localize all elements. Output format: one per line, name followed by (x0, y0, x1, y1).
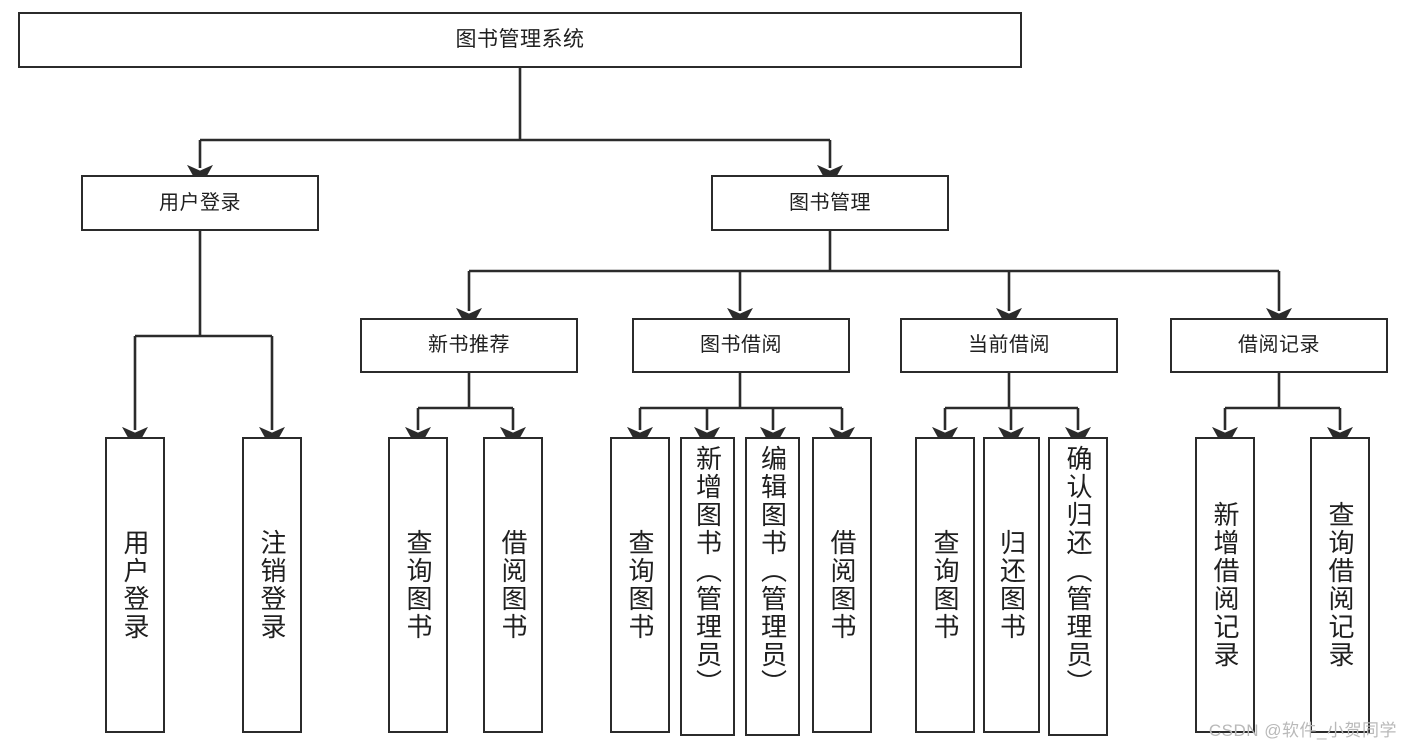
node-label: 归还图书 (996, 529, 1027, 641)
node-leaf-borrow-book-1[interactable]: 借阅图书 (483, 437, 543, 733)
node-label: 用户登录 (159, 191, 241, 214)
node-label: 注销登录 (257, 529, 287, 641)
node-leaf-add-borrow-record[interactable]: 新增借阅记录 (1195, 437, 1255, 733)
node-leaf-query-borrow-record[interactable]: 查询借阅记录 (1310, 437, 1370, 733)
csdn-watermark: CSDN @软件_小贺同学 (1208, 721, 1397, 740)
node-book-manage[interactable]: 图书管理 (711, 175, 949, 231)
node-leaf-edit-book[interactable]: 编辑图书（管理员） (745, 437, 800, 736)
node-label: 借阅图书 (827, 529, 857, 641)
node-leaf-query-book-1[interactable]: 查询图书 (388, 437, 448, 733)
node-book-borrow[interactable]: 图书借阅 (632, 318, 850, 373)
node-label: 借阅图书 (498, 529, 528, 641)
node-label: 图书借阅 (700, 334, 782, 357)
node-leaf-add-book[interactable]: 新增图书（管理员） (680, 437, 735, 736)
node-user-login[interactable]: 用户登录 (81, 175, 319, 231)
node-leaf-confirm-return[interactable]: 确认归还（管理员） (1048, 437, 1108, 736)
node-label: 借阅记录 (1238, 334, 1320, 357)
node-leaf-user-login[interactable]: 用户登录 (105, 437, 165, 733)
node-label: 查询图书 (930, 529, 960, 641)
node-new-book-recommend[interactable]: 新书推荐 (360, 318, 578, 373)
node-label: 新增借阅记录 (1210, 501, 1240, 669)
node-label: 编辑图书（管理员） (757, 445, 788, 697)
node-label: 确认归还（管理员） (1063, 445, 1093, 697)
node-label: 新书推荐 (428, 334, 510, 357)
node-leaf-logout[interactable]: 注销登录 (242, 437, 302, 733)
node-label: 图书管理 (789, 191, 871, 214)
node-label: 查询图书 (403, 529, 433, 641)
node-current-borrow[interactable]: 当前借阅 (900, 318, 1118, 373)
node-root-system[interactable]: 图书管理系统 (18, 12, 1022, 68)
node-borrow-record[interactable]: 借阅记录 (1170, 318, 1388, 373)
node-label: 用户登录 (120, 529, 150, 641)
node-leaf-borrow-book-2[interactable]: 借阅图书 (812, 437, 872, 733)
node-label: 查询图书 (625, 529, 655, 641)
node-label: 当前借阅 (968, 334, 1050, 357)
node-leaf-return-book[interactable]: 归还图书 (983, 437, 1040, 733)
node-label: 图书管理系统 (455, 28, 585, 52)
node-label: 新增图书（管理员） (692, 445, 723, 697)
node-label: 查询借阅记录 (1325, 501, 1355, 669)
node-leaf-query-book-2[interactable]: 查询图书 (610, 437, 670, 733)
node-leaf-query-book-3[interactable]: 查询图书 (915, 437, 975, 733)
